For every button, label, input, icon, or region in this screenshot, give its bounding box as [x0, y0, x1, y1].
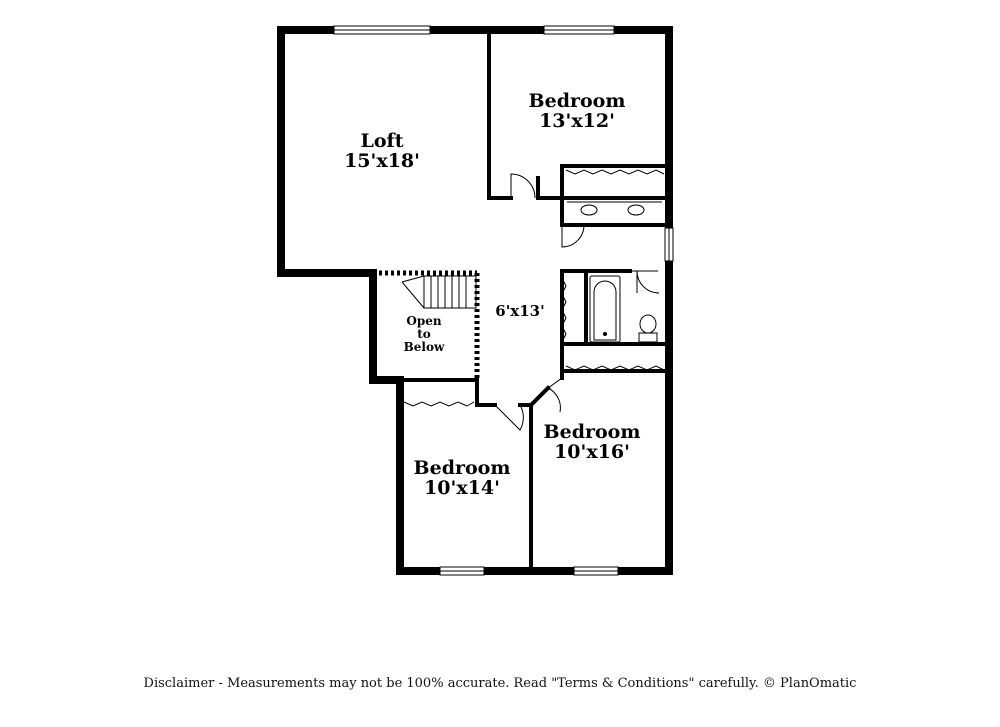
bedroom-sw-size: 10'x14' [424, 477, 500, 499]
disclaimer-text: Disclaimer - Measurements may not be 100… [143, 676, 857, 691]
open-below-line2: to [417, 327, 431, 341]
bathroom-fixtures [567, 201, 662, 343]
loft-name: Loft [361, 130, 404, 152]
loft-size: 15'x18' [344, 150, 420, 172]
stairs [401, 275, 477, 309]
bedroom-ne-name: Bedroom [529, 90, 626, 112]
bedroom-se-name: Bedroom [544, 421, 641, 443]
open-below-line3: Below [404, 340, 445, 354]
open-below-line1: Open [406, 314, 441, 328]
railing [373, 270, 480, 380]
windows [333, 25, 674, 576]
hall-size: 6'x13' [495, 302, 544, 320]
bedroom-sw-name: Bedroom [414, 457, 511, 479]
doors [494, 173, 660, 431]
bedroom-se-size: 10'x16' [554, 441, 630, 463]
interior-walls [398, 28, 671, 573]
closet-doors [403, 169, 665, 407]
bedroom-ne-size: 13'x12' [539, 110, 615, 132]
